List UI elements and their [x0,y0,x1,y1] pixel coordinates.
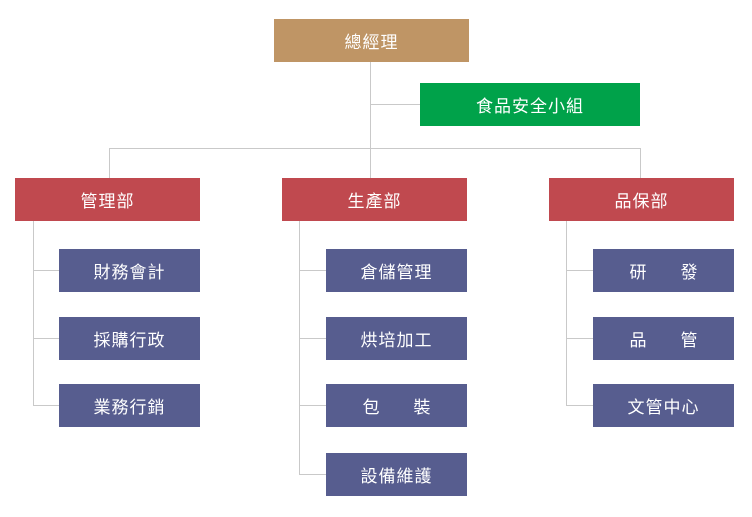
node-dept-quality: 品保部 [549,178,734,221]
connector-unit-2-1 [299,270,326,271]
connector-dept-horizontal [109,148,640,149]
connector-dept-1-drop [109,148,110,178]
connector-dept-3-spine [566,220,567,405]
node-dept-management: 管理部 [15,178,200,221]
connector-unit-1-3 [33,405,59,406]
connector-unit-2-3 [299,405,326,406]
node-unit-document-control: 文管中心 [593,384,734,427]
node-unit-finance: 財務會計 [59,249,200,292]
connector-dept-2-spine [299,220,300,474]
connector-committee [370,104,420,105]
node-unit-rnd: 研 發 [593,249,734,292]
node-food-safety-team: 食品安全小組 [420,83,640,126]
node-unit-warehouse: 倉儲管理 [326,249,467,292]
node-dept-production: 生產部 [282,178,467,221]
node-unit-maintenance: 設備維護 [326,453,467,496]
connector-unit-1-1 [33,270,59,271]
node-unit-sales: 業務行銷 [59,384,200,427]
node-general-manager: 總經理 [274,19,469,62]
connector-unit-1-2 [33,338,59,339]
connector-unit-2-4 [299,474,326,475]
connector-dept-2-drop [370,148,371,178]
connector-dept-3-drop [640,148,641,178]
node-unit-qc: 品 管 [593,317,734,360]
connector-unit-2-2 [299,338,326,339]
connector-unit-3-2 [566,338,593,339]
node-unit-procurement: 採購行政 [59,317,200,360]
node-unit-packaging: 包 裝 [326,384,467,427]
node-unit-baking: 烘培加工 [326,317,467,360]
connector-root-vertical [370,61,371,149]
connector-dept-1-spine [33,220,34,405]
connector-unit-3-1 [566,270,593,271]
connector-unit-3-3 [566,405,593,406]
